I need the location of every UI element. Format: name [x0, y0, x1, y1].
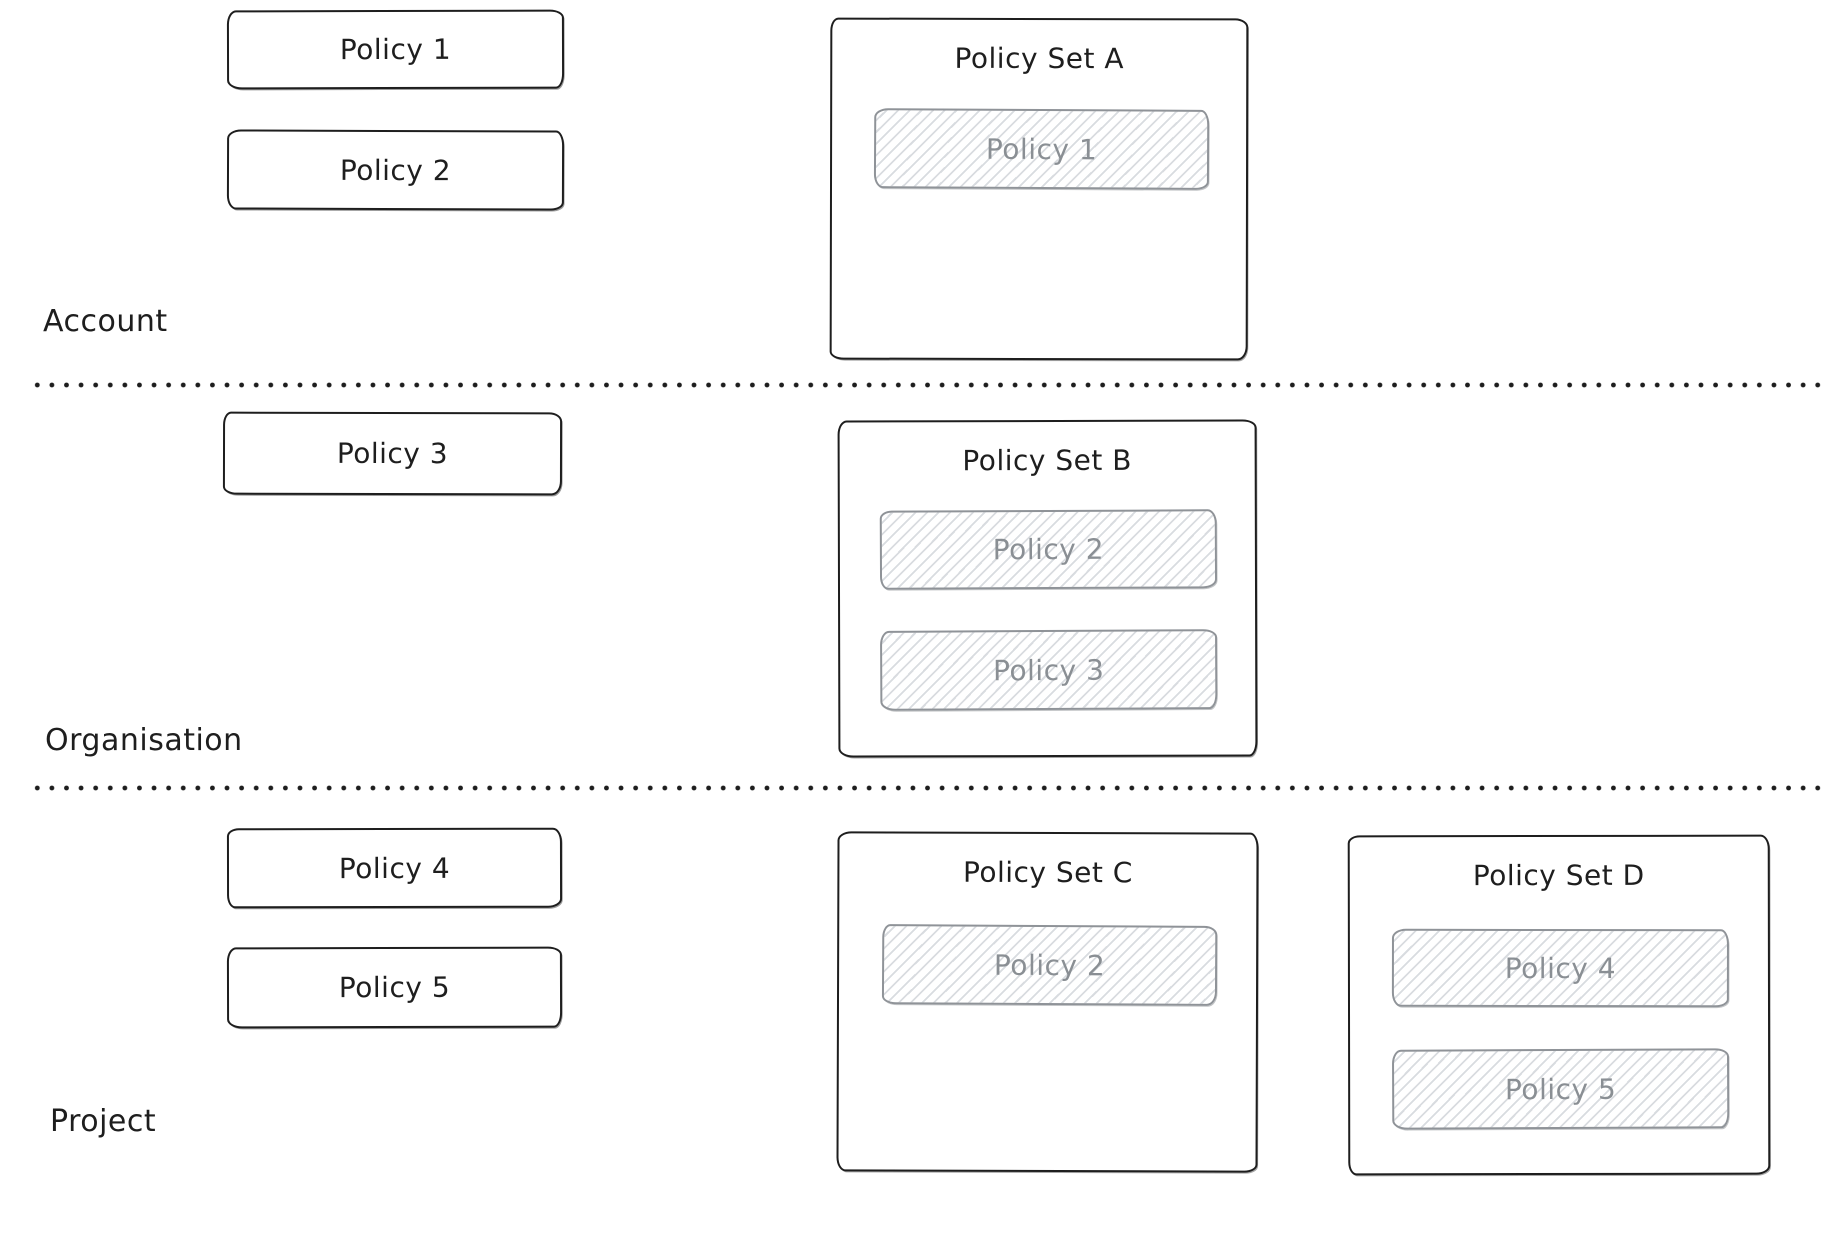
policy-1-label: Policy 1 — [339, 32, 452, 67]
policy-4-box: Policy 4 — [226, 827, 563, 909]
policy-set-a-member-policy-1: Policy 1 — [873, 108, 1210, 190]
policy-set-b-member-policy-2: Policy 2 — [879, 509, 1218, 590]
policy-5-box: Policy 5 — [226, 946, 563, 1029]
policy-set-c-title: Policy Set C — [962, 855, 1133, 890]
policy-3-box: Policy 3 — [222, 411, 563, 496]
policy-2-label: Policy 2 — [339, 153, 452, 187]
policy-set-b-member-policy-2-label: Policy 2 — [992, 532, 1105, 567]
policy-2-box: Policy 2 — [226, 129, 565, 211]
policy-set-d-member-policy-5: Policy 5 — [1391, 1048, 1730, 1130]
policy-1-box: Policy 1 — [226, 9, 565, 90]
policy-set-c-member-policy-2-label: Policy 2 — [993, 948, 1106, 982]
policy-set-b-title: Policy Set B — [962, 443, 1132, 478]
policy-set-b-box: Policy Set B Policy 2 Policy 3 — [837, 419, 1258, 758]
policy-set-b-member-policy-3-label: Policy 3 — [992, 653, 1105, 687]
policy-set-d-member-policy-5-label: Policy 5 — [1504, 1072, 1617, 1106]
section-label-organisation: Organisation — [45, 723, 243, 758]
policy-5-label: Policy 5 — [338, 970, 451, 1005]
policy-set-d-member-policy-4-label: Policy 4 — [1504, 951, 1617, 985]
section-divider-organisation-project — [30, 785, 1826, 791]
section-label-account: Account — [43, 304, 168, 339]
policy-set-d-member-policy-4: Policy 4 — [1391, 928, 1729, 1008]
policy-4-label: Policy 4 — [338, 851, 451, 885]
policy-set-c-box: Policy Set C Policy 2 — [836, 831, 1259, 1173]
policy-set-c-member-policy-2: Policy 2 — [881, 924, 1218, 1006]
policy-set-a-box: Policy Set A Policy 1 — [829, 17, 1249, 361]
section-divider-account-organisation — [30, 382, 1826, 388]
section-label-project: Project — [50, 1104, 157, 1139]
policy-3-label: Policy 3 — [336, 436, 449, 471]
policy-set-b-member-policy-3: Policy 3 — [880, 629, 1218, 711]
policy-set-d-box: Policy Set D Policy 4 Policy 5 — [1347, 834, 1771, 1176]
policy-set-a-member-policy-1-label: Policy 1 — [985, 132, 1098, 166]
policy-set-a-title: Policy Set A — [954, 41, 1125, 76]
policy-set-d-title: Policy Set D — [1472, 858, 1645, 893]
